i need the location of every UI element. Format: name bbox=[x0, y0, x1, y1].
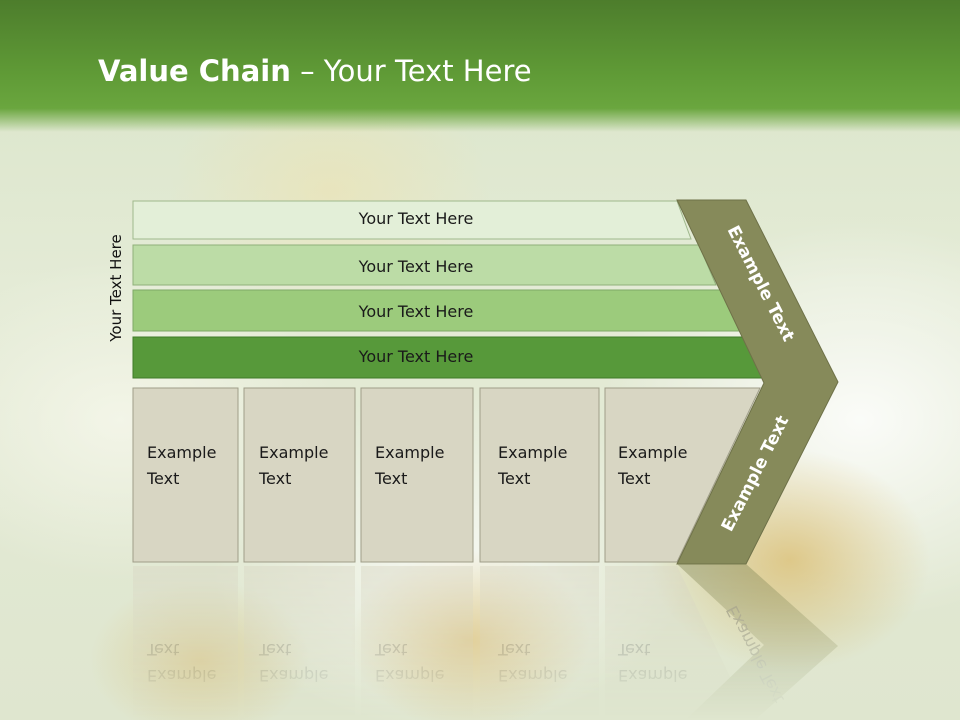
column-group: Example Text Example Text Example Text E… bbox=[132, 387, 761, 563]
bar-2-shape bbox=[132, 244, 717, 286]
column-4-line2: Text bbox=[497, 469, 530, 488]
column-4 bbox=[479, 387, 600, 563]
column-3 bbox=[360, 387, 474, 563]
bar-4-label: Your Text Here bbox=[358, 347, 474, 366]
reflection-column-2-line2: Text bbox=[258, 640, 291, 659]
reflection-column-2-line1: Example bbox=[259, 666, 328, 685]
slide-title: Value Chain – Your Text Here bbox=[98, 54, 532, 88]
column-1 bbox=[132, 387, 239, 563]
title-banner bbox=[0, 0, 960, 132]
reflection-column-4-line1: Example bbox=[498, 666, 567, 685]
reflection-column-5 bbox=[605, 566, 751, 720]
column-2 bbox=[243, 387, 356, 563]
column-2-line1: Example bbox=[259, 443, 328, 462]
reflection-column-1 bbox=[133, 566, 238, 720]
reflection-column-5-line1: Example bbox=[618, 666, 687, 685]
title-rest: – Your Text Here bbox=[290, 54, 532, 88]
column-3-line1: Example bbox=[375, 443, 444, 462]
column-3-line2: Text bbox=[374, 469, 407, 488]
reflection-column-3-line1: Example bbox=[375, 666, 444, 685]
bar-1-shape bbox=[132, 200, 692, 240]
column-1-line2: Text bbox=[146, 469, 179, 488]
title-bold: Value Chain bbox=[98, 54, 291, 88]
reflection-column-2 bbox=[244, 566, 355, 720]
reflection-chevron bbox=[677, 564, 838, 720]
reflection-column-5-line2: Text bbox=[617, 640, 650, 659]
bar-1-label: Your Text Here bbox=[358, 209, 474, 228]
column-5-line1: Example bbox=[618, 443, 687, 462]
column-4-line1: Example bbox=[498, 443, 567, 462]
reflection-column-3 bbox=[361, 566, 473, 720]
reflection-column-4 bbox=[480, 566, 599, 720]
side-label: Your Text Here bbox=[107, 234, 125, 342]
bar-3-label: Your Text Here bbox=[358, 302, 474, 321]
column-5 bbox=[604, 387, 761, 563]
diagram-reflection: Example Text Example Text Example Text E… bbox=[133, 564, 838, 720]
bar-2-label: Your Text Here bbox=[358, 257, 474, 276]
reflection-column-4-line2: Text bbox=[497, 640, 530, 659]
column-2-line2: Text bbox=[258, 469, 291, 488]
column-1-line1: Example bbox=[147, 443, 216, 462]
reflection-column-1-line2: Text bbox=[146, 640, 179, 659]
reflection-column-3-line2: Text bbox=[374, 640, 407, 659]
column-5-line2: Text bbox=[617, 469, 650, 488]
reflection-column-1-line1: Example bbox=[147, 666, 216, 685]
bar-group: Your Text Here Your Text Here Your Text … bbox=[132, 200, 765, 379]
